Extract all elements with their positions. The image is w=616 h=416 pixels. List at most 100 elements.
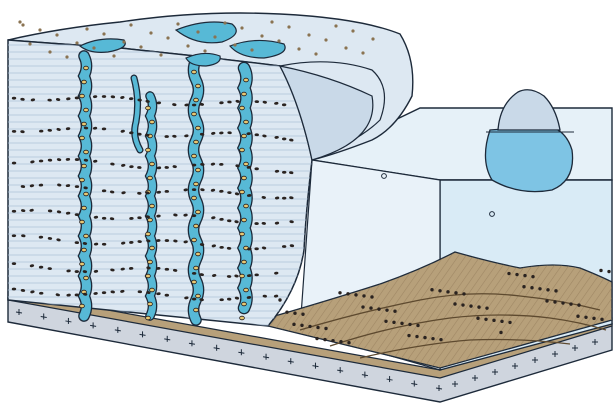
channel-debris-clast (240, 106, 245, 110)
channel-debris-clast (146, 232, 151, 236)
channel-debris-clast (240, 274, 245, 278)
surface-debris-dot (21, 23, 24, 26)
channel-debris-clast (148, 302, 153, 306)
seafloor-clast (446, 290, 449, 293)
seafloor-clast (523, 274, 526, 277)
channel-debris-clast (150, 288, 155, 292)
seafloor-clast (531, 275, 534, 278)
channel-debris-clast (80, 94, 85, 98)
surface-debris-dot (149, 31, 152, 34)
seafloor-clast (561, 301, 564, 304)
channel-debris-clast (80, 262, 85, 266)
moulin-channel (244, 68, 247, 308)
surface-debris-dot (28, 42, 31, 45)
seafloor-clast (584, 316, 587, 319)
seafloor-clast (576, 315, 579, 318)
seafloor-clast (300, 324, 303, 327)
channel-debris-clast (242, 92, 247, 96)
channel-debris-clast (82, 248, 87, 252)
seafloor-clast (400, 322, 403, 325)
seafloor-clast (569, 302, 572, 305)
seafloor-clast (369, 306, 372, 309)
seafloor-clast (393, 310, 396, 313)
channel-debris-clast (148, 218, 153, 222)
surface-debris-dot (250, 48, 253, 51)
channel-debris-clast (148, 260, 153, 264)
seafloor-clast (301, 313, 304, 316)
seafloor-clast (408, 323, 411, 326)
seafloor-clast (285, 310, 288, 313)
channel-debris-clast (146, 106, 151, 110)
surface-debris-dot (176, 22, 179, 25)
channel-debris-clast (80, 220, 85, 224)
seafloor-clast (577, 303, 580, 306)
seafloor-clast (293, 312, 296, 315)
channel-debris-clast (242, 176, 247, 180)
channel-debris-clast (242, 260, 247, 264)
seafloor-clast (522, 285, 525, 288)
surface-debris-dot (92, 46, 95, 49)
channel-debris-clast (84, 276, 89, 280)
seafloor-clast (485, 306, 488, 309)
channel-debris-clast (192, 154, 197, 158)
seafloor-clast (308, 325, 311, 328)
surface-debris-dot (129, 23, 132, 26)
surface-debris-dot (48, 50, 51, 53)
surface-debris-dot (223, 21, 226, 24)
seafloor-clast (392, 321, 395, 324)
surface-debris-dot (166, 36, 169, 39)
seafloor-clast (599, 269, 602, 272)
channel-debris-clast (196, 210, 201, 214)
surface-debris-dot (75, 41, 78, 44)
channel-debris-clast (244, 162, 249, 166)
seafloor-clast (462, 292, 465, 295)
seafloor-clast (461, 303, 464, 306)
seafloor-clast (546, 288, 549, 291)
seafloor-clast (508, 321, 511, 324)
seafloor-clast (423, 336, 426, 339)
channel-debris-clast (240, 190, 245, 194)
surface-debris-dot (314, 52, 317, 55)
channel-debris-clast (192, 238, 197, 242)
channel-debris-clast (82, 164, 87, 168)
channel-debris-clast (150, 204, 155, 208)
surface-debris-dot (38, 28, 41, 31)
seafloor-clast (507, 272, 510, 275)
glacier-front-streaks (8, 40, 312, 326)
seafloor-clast (407, 334, 410, 337)
surface-debris-dot (102, 32, 105, 35)
seafloor-clast (415, 335, 418, 338)
channel-debris-clast (192, 70, 197, 74)
channel-debris-clast (194, 308, 199, 312)
channel-debris-clast (150, 246, 155, 250)
surface-debris-dot (196, 30, 199, 33)
seafloor-clast (384, 320, 387, 323)
surface-debris-dot (277, 39, 280, 42)
surface-debris-dot (270, 20, 273, 23)
channel-debris-clast (84, 108, 89, 112)
seafloor-clast (553, 300, 556, 303)
seafloor-clast (607, 270, 610, 273)
surface-debris-dot (297, 47, 300, 50)
channel-debris-clast (84, 66, 89, 70)
surface-debris-dot (186, 44, 189, 47)
channel-debris-clast (196, 84, 201, 88)
seafloor-clast (323, 338, 326, 341)
channel-debris-clast (194, 266, 199, 270)
surface-debris-dot (233, 43, 236, 46)
channel-debris-clast (196, 168, 201, 172)
seafloor-clast (377, 307, 380, 310)
surface-debris-dot (344, 46, 347, 49)
channel-debris-clast (244, 120, 249, 124)
channel-debris-clast (192, 280, 197, 284)
surface-debris-dot (351, 29, 354, 32)
surface-debris-dot (361, 51, 364, 54)
seafloor-clast (278, 298, 281, 301)
surface-debris-dot (287, 25, 290, 28)
surface-debris-dot (112, 54, 115, 57)
seafloor-clast (515, 273, 518, 276)
surface-debris-dot (260, 34, 263, 37)
surface-debris-dot (203, 49, 206, 52)
